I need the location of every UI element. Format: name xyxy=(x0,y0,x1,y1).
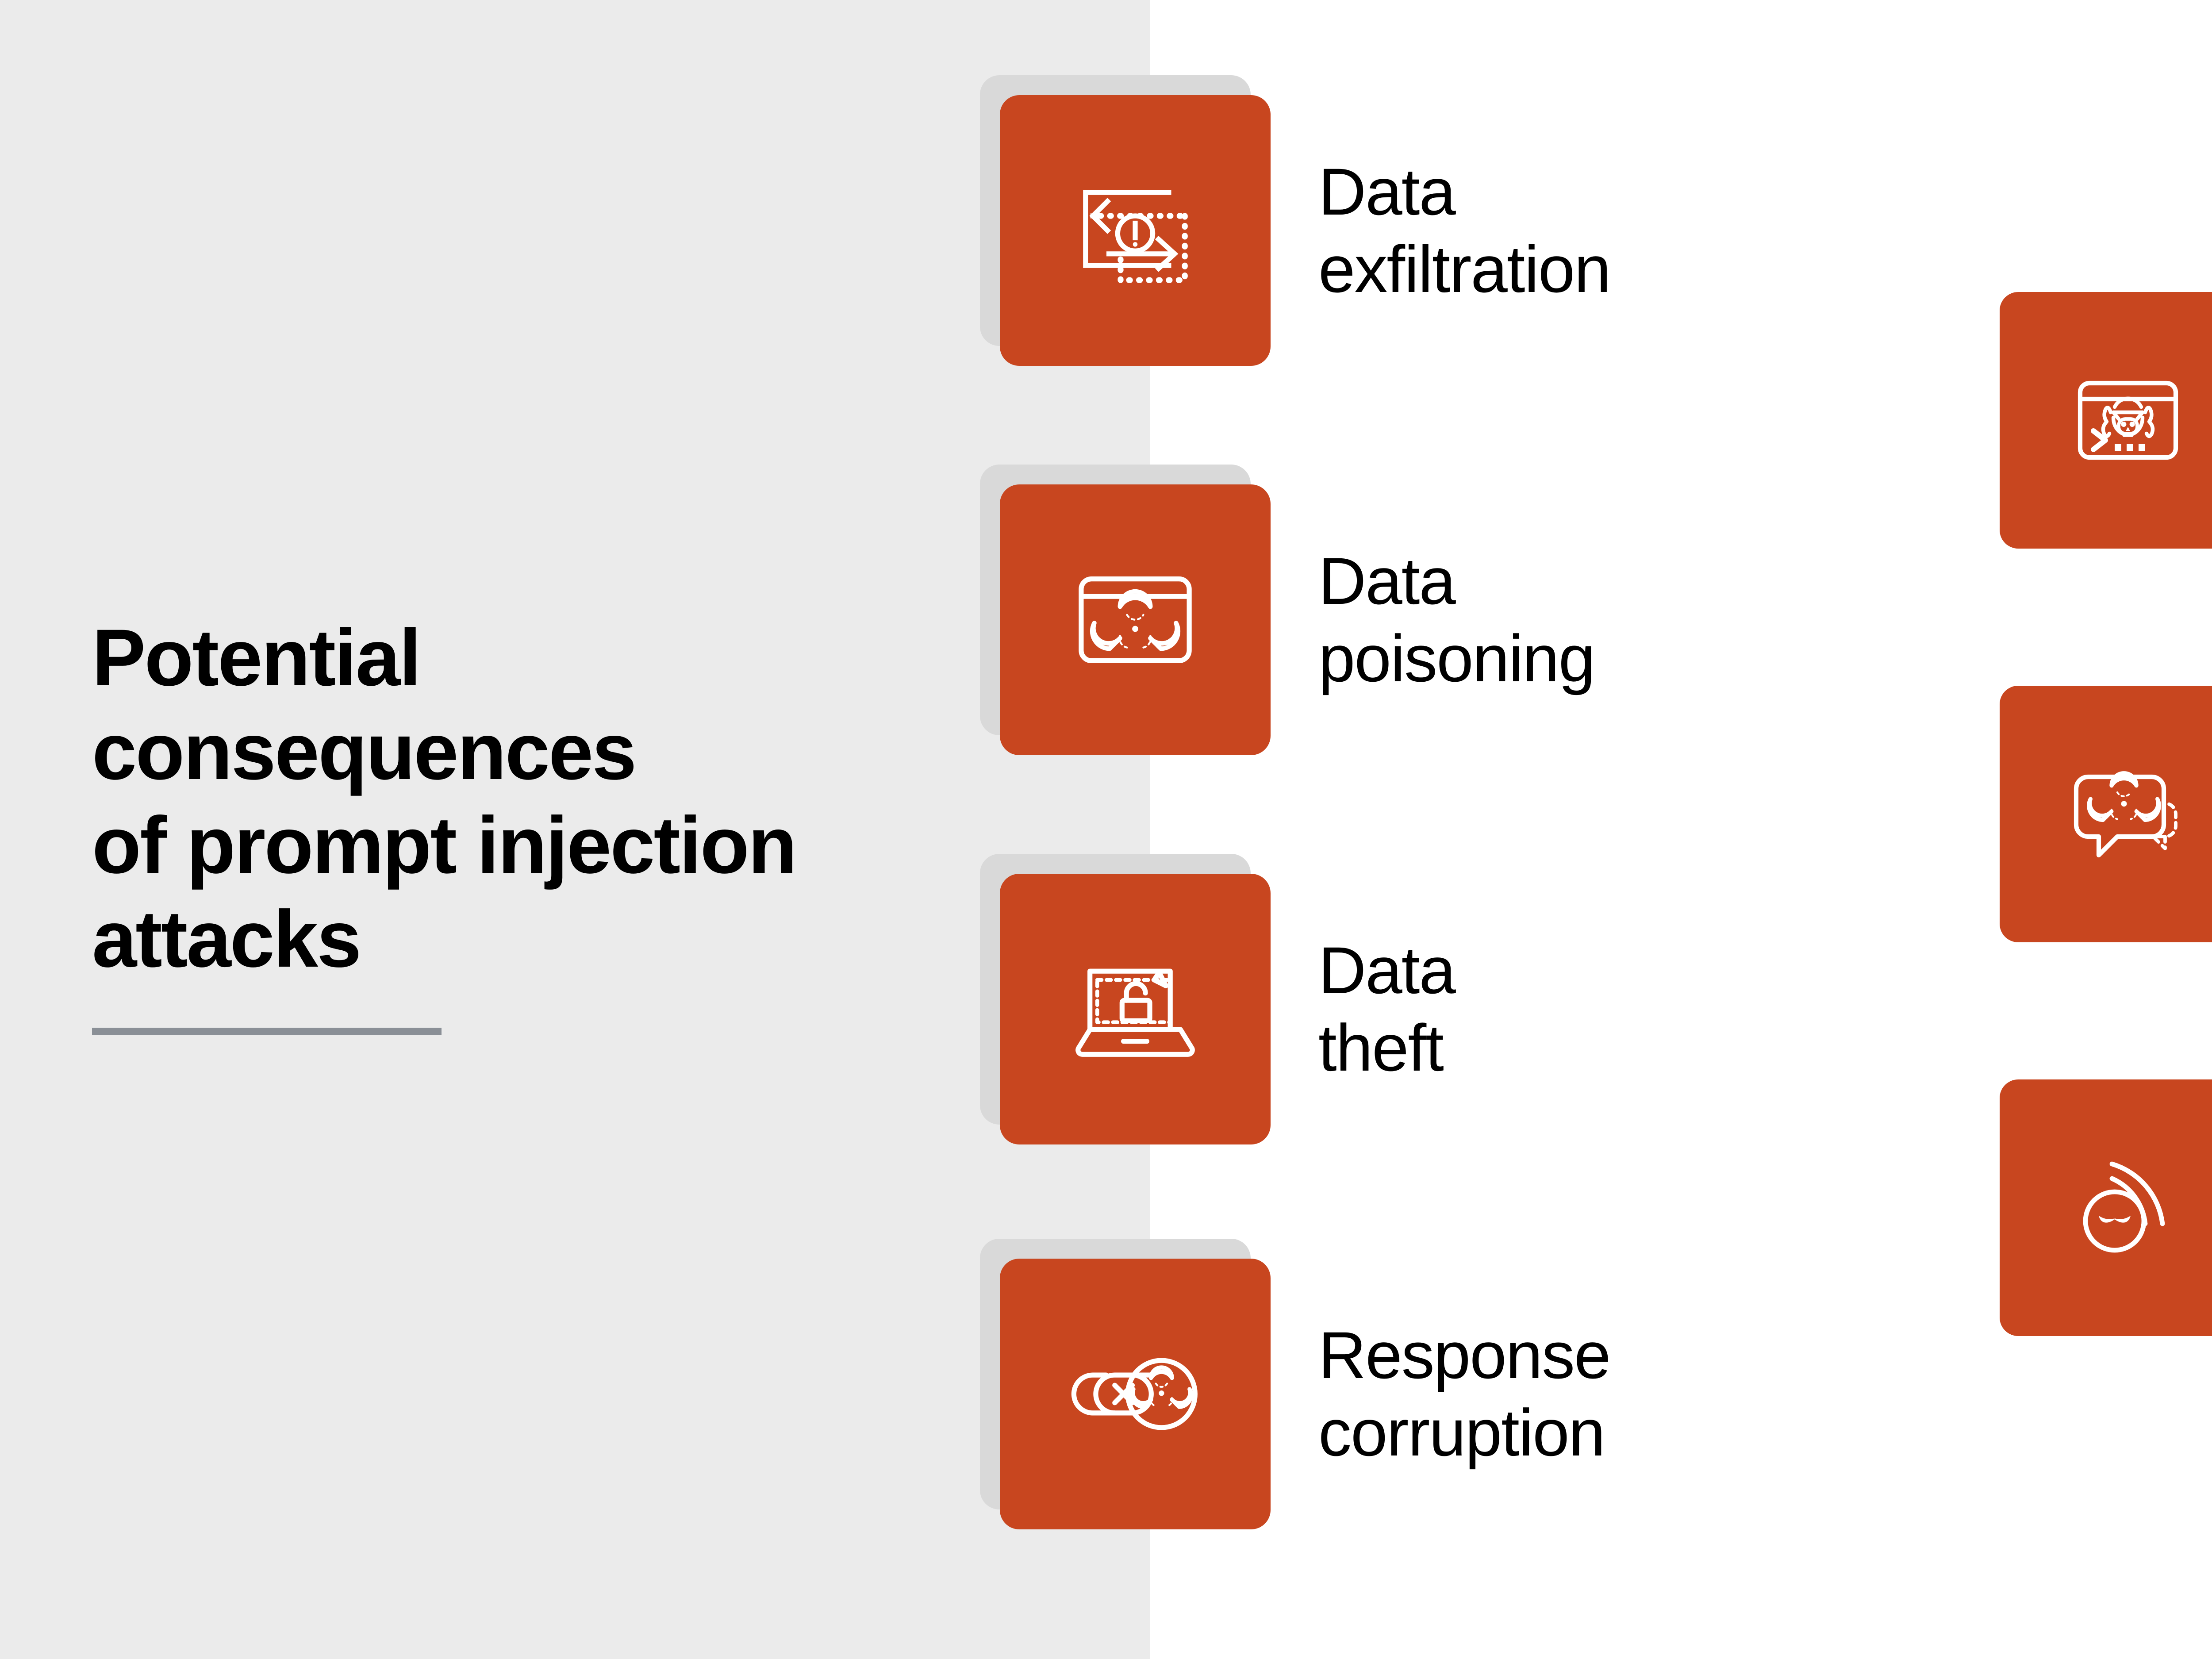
icon-tile xyxy=(1000,874,1271,1144)
list-item-label: Data theft xyxy=(1318,933,1456,1085)
data-exfiltration-icon xyxy=(1062,157,1208,303)
icon-tile xyxy=(1000,484,1271,755)
list-item-label: Data poisoning xyxy=(1318,543,1595,696)
left-background-panel xyxy=(0,0,1150,1659)
icon-tile-wrapper xyxy=(980,465,1271,755)
list-item-data-theft[interactable]: Data theft xyxy=(980,854,1456,1144)
title-divider-rule xyxy=(92,1028,442,1036)
list-item-response-corruption[interactable]: Response corruption xyxy=(980,1239,1611,1529)
title-block: Potential consequences of prompt injecti… xyxy=(92,611,933,1036)
list-item-label: Data exfiltration xyxy=(1318,154,1611,307)
data-theft-icon xyxy=(1062,936,1208,1082)
response-corruption-icon xyxy=(1062,1321,1208,1467)
icon-tile xyxy=(2000,292,2212,549)
misinformation-propagation-icon xyxy=(2062,748,2194,880)
remote-code-execution-icon xyxy=(2062,354,2194,487)
icon-tile-wrapper xyxy=(2000,292,2212,549)
icon-tile xyxy=(1000,95,1271,366)
list-item-label: Response corruption xyxy=(1318,1317,1611,1470)
malware-transmission-icon xyxy=(2062,1141,2194,1274)
icon-tile xyxy=(1000,1259,1271,1529)
page-title: Potential consequences of prompt injecti… xyxy=(92,612,797,984)
icon-tile-wrapper xyxy=(980,854,1271,1144)
list-item-misinformation-propagation[interactable]: Misinformation propagation xyxy=(2000,686,2212,942)
icon-tile-wrapper xyxy=(980,75,1271,366)
list-item-malware-transmission[interactable]: Malware transmission xyxy=(2000,1079,2212,1336)
icon-tile xyxy=(2000,686,2212,942)
icon-tile xyxy=(2000,1079,2212,1336)
icon-tile-wrapper xyxy=(2000,686,2212,942)
list-item-data-poisoning[interactable]: Data poisoning xyxy=(980,465,1595,755)
list-item-remote-code-execution[interactable]: Remote code execution xyxy=(2000,292,2212,549)
icon-tile-wrapper xyxy=(980,1239,1271,1529)
icon-tile-wrapper xyxy=(2000,1079,2212,1336)
list-item-data-exfiltration[interactable]: Data exfiltration xyxy=(980,75,1611,366)
data-poisoning-icon xyxy=(1062,547,1208,693)
